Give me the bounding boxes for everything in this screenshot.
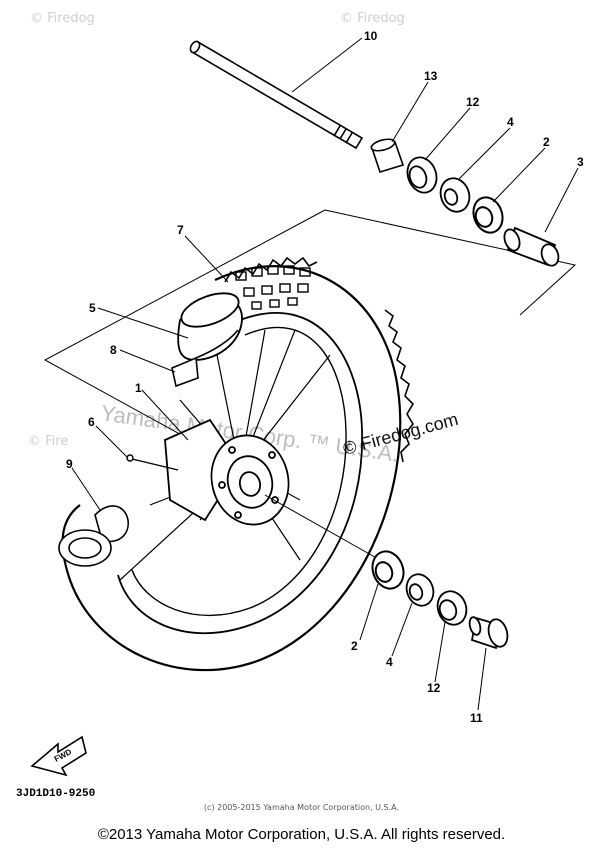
callout-13: 13 [424, 69, 438, 83]
watermark-top-left: © Firedog [30, 11, 95, 26]
oil-seal-part-12-bottom [436, 590, 468, 626]
watermark-top-right: © Firedog [340, 11, 405, 26]
callout-2-top: 2 [543, 135, 550, 149]
spacer-part-4-bottom [405, 573, 435, 607]
bearing-part-2-bottom [371, 550, 405, 590]
rim-lock-part-9 [58, 505, 129, 567]
collar-part-3 [503, 226, 560, 267]
oil-seal-part-12-top [406, 156, 438, 194]
collar-part-13 [370, 138, 405, 173]
callout-1: 1 [135, 381, 142, 395]
collar-part-11 [468, 616, 509, 650]
callout-11: 11 [470, 711, 483, 725]
leader-lines [71, 37, 579, 711]
axle-alignment-frame [43, 209, 577, 501]
watermark-left: © Fire [28, 434, 68, 449]
callout-8: 8 [110, 343, 117, 357]
callout-12-top: 12 [466, 95, 480, 109]
callout-10: 10 [364, 29, 378, 43]
callout-2-bottom: 2 [351, 639, 358, 653]
callout-9: 9 [66, 457, 73, 471]
copyright-small: (c) 2005-2015 Yamaha Motor Corporation, … [203, 803, 400, 812]
copyright-footer: ©2013 Yamaha Motor Corporation, U.S.A. A… [97, 826, 506, 843]
callout-3: 3 [577, 155, 584, 169]
callout-4-bottom: 4 [386, 655, 393, 669]
callout-5: 5 [89, 301, 96, 315]
rim-band-part-8 [171, 329, 239, 388]
axle-part-10 [189, 40, 364, 150]
callout-6: 6 [88, 415, 95, 429]
bearing-part-2-top [472, 196, 504, 234]
hub-part-1 [164, 418, 290, 526]
axle-axis-line [264, 494, 381, 561]
spacer-part-4-top [439, 177, 471, 213]
tube-part-5 [177, 292, 243, 361]
spoke-set-part-6 [126, 454, 179, 471]
callout-4-top: 4 [507, 115, 514, 129]
callout-7: 7 [177, 223, 184, 237]
fwd-arrow-icon: FWD [30, 735, 87, 777]
diagram-code: 3JD1D10-9250 [16, 788, 95, 800]
callout-12-bottom: 12 [427, 681, 441, 695]
